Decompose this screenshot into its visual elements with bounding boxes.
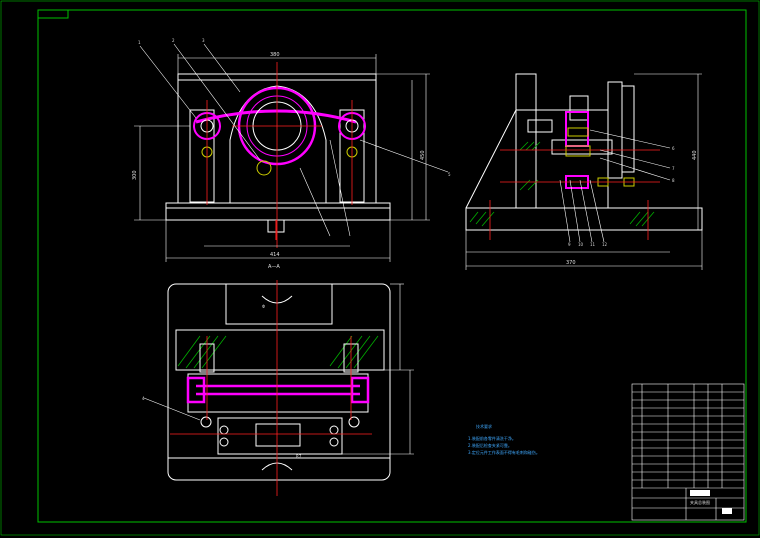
technical-notes: 技术要求 1.装配前各零件清洗干净。 2.装配后检查夹紧可靠。 3.定位元件工作…	[468, 423, 540, 455]
front-view-dimensions	[134, 43, 449, 262]
part-callout: 4	[142, 396, 145, 401]
note-line: 2.装配后检查夹紧可靠。	[468, 442, 512, 448]
plan-view-centerlines	[170, 280, 372, 496]
part-callout: 8	[672, 178, 675, 183]
plan-view-dimensions	[143, 283, 414, 455]
part-callout: 7	[672, 166, 675, 171]
part-callout: 3	[202, 38, 205, 43]
front-view-right-dimension: 450	[420, 150, 426, 160]
plan-view-parts	[199, 295, 360, 471]
note-line: 1.装配前各零件清洗干净。	[468, 435, 516, 441]
front-view-width-dimension: 414	[270, 252, 280, 258]
side-view-centerlines	[489, 149, 660, 240]
plan-view-highlight	[186, 376, 370, 404]
plan-dimension-bottom: R7	[296, 454, 302, 459]
part-callout: 9	[568, 242, 571, 247]
front-view	[165, 73, 391, 240]
part-callout: 10	[578, 242, 584, 247]
section-label: A—A	[268, 264, 280, 270]
side-view-yellow-parts	[565, 127, 635, 187]
part-callout: 11	[590, 242, 596, 247]
front-view-height-dimension: 300	[132, 170, 138, 180]
notes-title: 技术要求	[476, 423, 492, 429]
part-callout: 2	[172, 38, 175, 43]
title-block-label: 夹具总装图	[690, 499, 710, 505]
side-view-section-hatch	[469, 141, 655, 227]
part-callout: 5	[448, 172, 451, 177]
plan-dimension-top: Φ	[262, 304, 265, 309]
front-view-top-dimension: 380	[270, 52, 280, 58]
part-callout: 1	[138, 40, 141, 45]
note-line: 3.定位元件工作表面不得有毛刺和碰伤。	[468, 449, 540, 455]
part-callout: 12	[602, 242, 608, 247]
side-view-width-dimension: 370	[566, 260, 576, 266]
part-callouts: 1 2 3 4 5 6 7 8 9 10 11 12	[138, 38, 675, 401]
plan-view	[167, 283, 391, 481]
plan-view-section-hatch	[177, 335, 379, 369]
side-view	[465, 73, 703, 231]
side-view-height-dimension: 440	[692, 150, 698, 160]
part-callout: 6	[672, 146, 675, 151]
title-block-drawing-no	[722, 508, 732, 514]
front-view-centerlines	[206, 62, 353, 248]
title-block-name-cell	[690, 490, 710, 496]
title-block	[631, 383, 745, 521]
side-view-dimensions	[465, 73, 703, 270]
